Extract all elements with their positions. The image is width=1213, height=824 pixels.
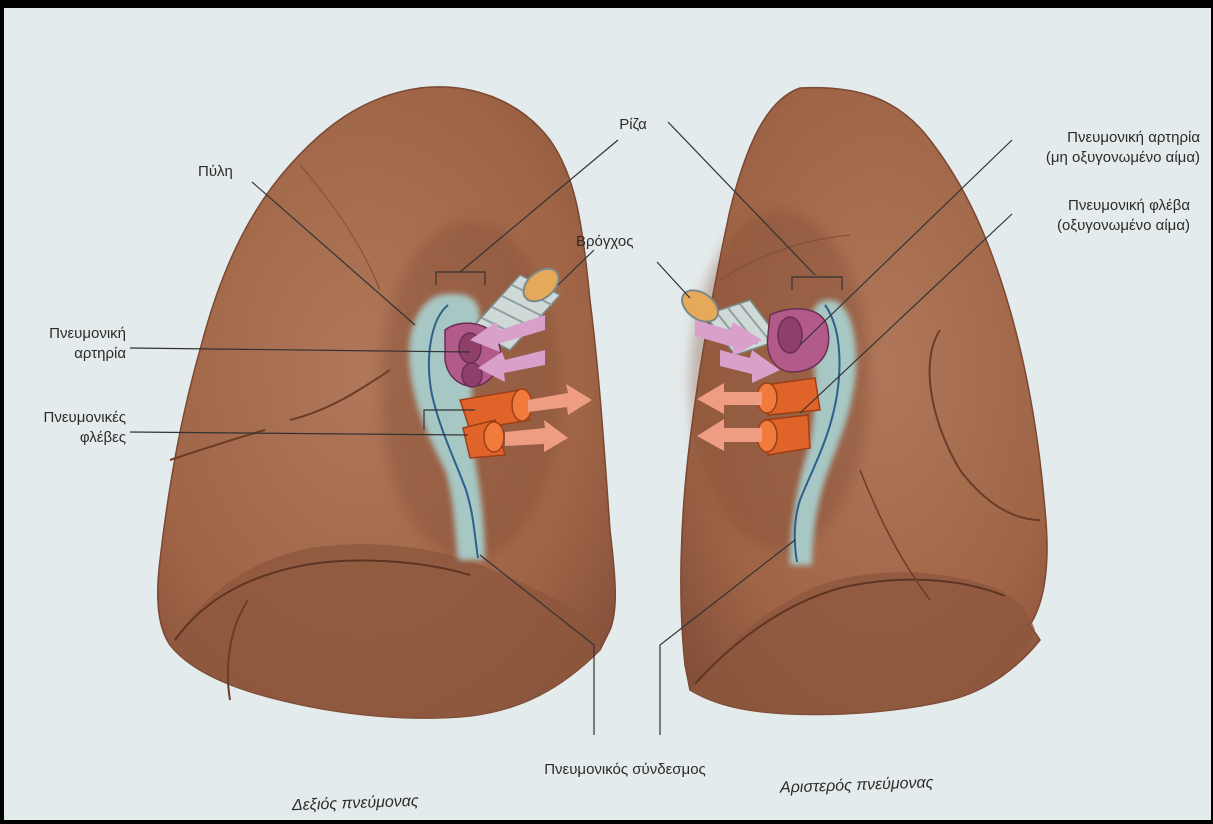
label-line: Πνευμονική xyxy=(10,324,126,344)
label-pneumoniki-artiria-right: Πνευμονική αρτηρία (μη οξυγονωμένο αίμα) xyxy=(1010,128,1200,168)
label-line: (μη οξυγονωμένο αίμα) xyxy=(1010,148,1200,168)
label-pneumoniki-fleva-right: Πνευμονική φλέβα (οξυγονωμένο αίμα) xyxy=(1010,196,1190,236)
label-pyli: Πύλη xyxy=(198,162,233,182)
label-pneumonikes-fleves: Πνευμονικές φλέβες xyxy=(10,408,126,448)
label-pneumoniki-artiria: Πνευμονική αρτηρία xyxy=(10,324,126,364)
label-line: Πνευμονική αρτηρία xyxy=(1010,128,1200,148)
label-line: Πνευμονική φλέβα xyxy=(1010,196,1190,216)
label-vrogchos: Βρόγχος xyxy=(576,232,633,252)
label-riza: Ρίζα xyxy=(608,115,658,135)
label-line: αρτηρία xyxy=(10,344,126,364)
label-line: Πνευμονικές xyxy=(10,408,126,428)
label-syndesmos: Πνευμονικός σύνδεσμος xyxy=(505,760,745,780)
label-line: φλέβες xyxy=(10,428,126,448)
label-line: (οξυγονωμένο αίμα) xyxy=(1010,216,1190,236)
